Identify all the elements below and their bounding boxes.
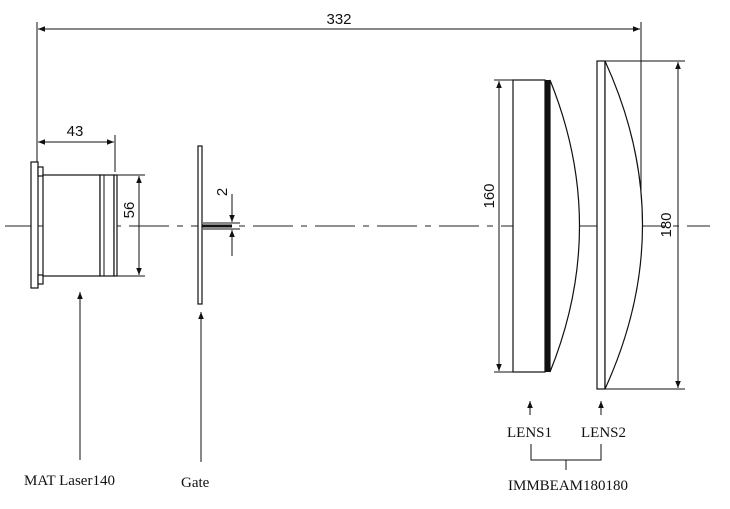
gate-plate bbox=[197, 145, 232, 305]
lens2-element bbox=[596, 60, 643, 390]
laser-diameter-dimension: 56 bbox=[117, 174, 145, 277]
lens2-diameter-dimension: 180 bbox=[605, 60, 685, 390]
assembly-label: IMMBEAM180180 bbox=[508, 478, 628, 494]
laser-length-dimension: 43 bbox=[38, 123, 116, 172]
laser-label: MAT Laser140 bbox=[24, 473, 115, 489]
gate-label: Gate bbox=[181, 475, 210, 491]
laser-housing bbox=[30, 161, 118, 289]
lens1-element bbox=[512, 79, 581, 373]
laser-leader: MAT Laser140 bbox=[24, 292, 115, 489]
total-length-label: 332 bbox=[326, 11, 351, 28]
assembly-bracket: IMMBEAM180180 bbox=[508, 444, 628, 494]
laser-length-label: 43 bbox=[67, 123, 84, 140]
lens1-diameter-label: 160 bbox=[481, 183, 498, 208]
lens1-diameter-dimension: 160 bbox=[481, 79, 513, 373]
gate-gap-label: 2 bbox=[214, 188, 231, 196]
lens2-diameter-label: 180 bbox=[658, 212, 675, 237]
lens2-label: LENS2 bbox=[581, 425, 626, 441]
lens2-leader: LENS2 bbox=[581, 401, 626, 441]
gate-gap-dimension: 2 bbox=[203, 188, 240, 256]
lens1-leader: LENS1 bbox=[507, 401, 552, 441]
lens1-label: LENS1 bbox=[507, 425, 552, 441]
laser-diameter-label: 56 bbox=[121, 202, 138, 219]
gate-leader: Gate bbox=[181, 312, 210, 491]
